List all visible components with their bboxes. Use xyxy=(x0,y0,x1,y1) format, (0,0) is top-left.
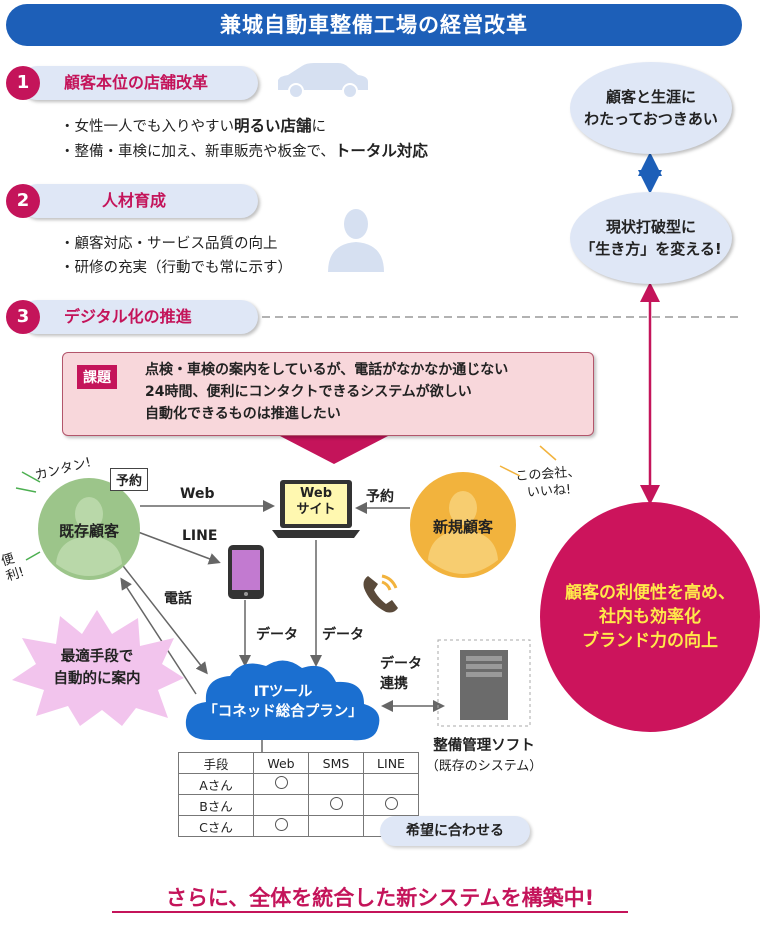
issue-box: 課題 点検・車検の案内をしているが、電話がなかなか通じない 24時間、便利にコン… xyxy=(62,352,594,436)
table-header: LINE xyxy=(363,752,419,774)
table-row: Cさん xyxy=(178,815,419,837)
denwa-label: 電話 xyxy=(164,591,192,607)
table-cell-name: Bさん xyxy=(178,794,254,816)
page-title: 兼城自動車整備工場の経営改革 xyxy=(6,4,742,46)
table-cell-name: Aさん xyxy=(178,773,254,795)
table-cell xyxy=(363,773,419,795)
cloud-label: ITツール「コネッド総合プラン」 xyxy=(203,684,363,720)
section2-label: 人材育成 xyxy=(102,191,167,210)
check-circle-icon xyxy=(274,776,288,789)
kono-kaisha-label: この会社、いいね! xyxy=(514,464,581,501)
person-icon xyxy=(328,209,384,272)
section3-pill: デジタル化の推進 xyxy=(20,300,258,334)
match-pill: 希望に合わせる xyxy=(380,816,530,846)
table-row: Bさん xyxy=(178,794,419,816)
new-customer-label: 新規顧客 xyxy=(432,518,493,536)
table-row: Aさん xyxy=(178,773,419,795)
table-cell xyxy=(253,773,309,795)
section2-pill: 人材育成 xyxy=(20,184,258,218)
section2-number: 2 xyxy=(6,184,40,218)
existing-customer-label: 既存顧客 xyxy=(58,522,119,540)
arrow-denwa xyxy=(119,561,208,675)
check-circle-icon xyxy=(274,818,288,831)
line-label: LINE xyxy=(182,528,218,544)
arrow-return xyxy=(120,577,197,695)
car-icon xyxy=(278,63,368,99)
table-cell-name: Cさん xyxy=(178,815,254,837)
section3-label: デジタル化の推進 xyxy=(64,307,192,326)
server-icon xyxy=(460,650,508,720)
software-box xyxy=(437,639,531,727)
data2-label: データ xyxy=(322,627,364,643)
starburst-label: 最適手段で自動的に案内 xyxy=(53,649,141,687)
section1-bullet1: ・女性一人でも入りやすい明るい店舗に xyxy=(60,117,327,135)
table-header: 手段 xyxy=(178,752,254,774)
section2-bullets: ・顧客対応・サービス品質の向上 ・研修の充実（行動でも常に示す） xyxy=(60,232,360,280)
yoyaku-box: 予約 xyxy=(110,468,149,491)
phone-handset-icon xyxy=(363,574,398,613)
yoyaku-label: 予約 xyxy=(366,489,394,505)
table-cell xyxy=(308,794,364,816)
section2-bullet1: ・顧客対応・サービス品質の向上 xyxy=(60,236,278,252)
smartphone-icon xyxy=(228,545,264,599)
web-label: Web xyxy=(180,486,215,502)
table-cell xyxy=(253,815,309,837)
contact-method-table: 手段 Web SMS LINE Aさん Bさん Cさん xyxy=(178,752,419,837)
software-label: 整備管理ソフト （既存のシステム） xyxy=(425,738,543,774)
ellipse-breakthrough: 現状打破型に「生き方」を変える! xyxy=(570,192,732,284)
section2-bullet2: ・研修の充実（行動でも常に示す） xyxy=(60,260,292,276)
section1-label: 顧客本位の店舗改革 xyxy=(64,73,209,92)
new-customer-icon xyxy=(410,472,516,578)
website-laptop-icon xyxy=(272,480,360,538)
section1-number: 1 xyxy=(6,66,40,100)
starburst-shape xyxy=(12,610,184,726)
issue-label: 課題 xyxy=(77,365,117,389)
existing-customer-icon xyxy=(38,478,140,580)
table-cell xyxy=(308,773,364,795)
section3-number: 3 xyxy=(6,300,40,334)
section1-bullets: ・女性一人でも入りやすい明るい店舗に ・整備・車検に加え、新車販売や板金で、トー… xyxy=(60,114,520,164)
issue-text: 点検・車検の案内をしているが、電話がなかなか通じない 24時間、便利にコンタクト… xyxy=(145,362,509,422)
cloud-shape xyxy=(185,660,380,741)
table-header-row: 手段 Web SMS LINE xyxy=(178,752,419,774)
issue-down-triangle xyxy=(280,436,388,464)
result-circle: 顧客の利便性を高め、社内も効率化ブランド力の向上 xyxy=(540,502,760,732)
table-header: SMS xyxy=(308,752,364,774)
section1-pill: 顧客本位の店舗改革 xyxy=(20,66,258,100)
check-circle-icon xyxy=(384,797,398,810)
arrow-line xyxy=(137,531,221,565)
table-cell xyxy=(308,815,364,837)
data1-label: データ xyxy=(256,627,298,643)
section1-bullet2: ・整備・車検に加え、新車販売や板金で、トータル対応 xyxy=(60,142,428,160)
ellipse-lifetime: 顧客と生涯にわたっておつきあい xyxy=(570,62,732,154)
data-link-label: データ連携 xyxy=(380,656,422,692)
bottom-title: さらに、全体を統合した新システムを構築中! xyxy=(165,886,595,910)
table-cell xyxy=(363,794,419,816)
check-circle-icon xyxy=(329,797,343,810)
table-header: Web xyxy=(253,752,309,774)
table-cell xyxy=(253,794,309,816)
